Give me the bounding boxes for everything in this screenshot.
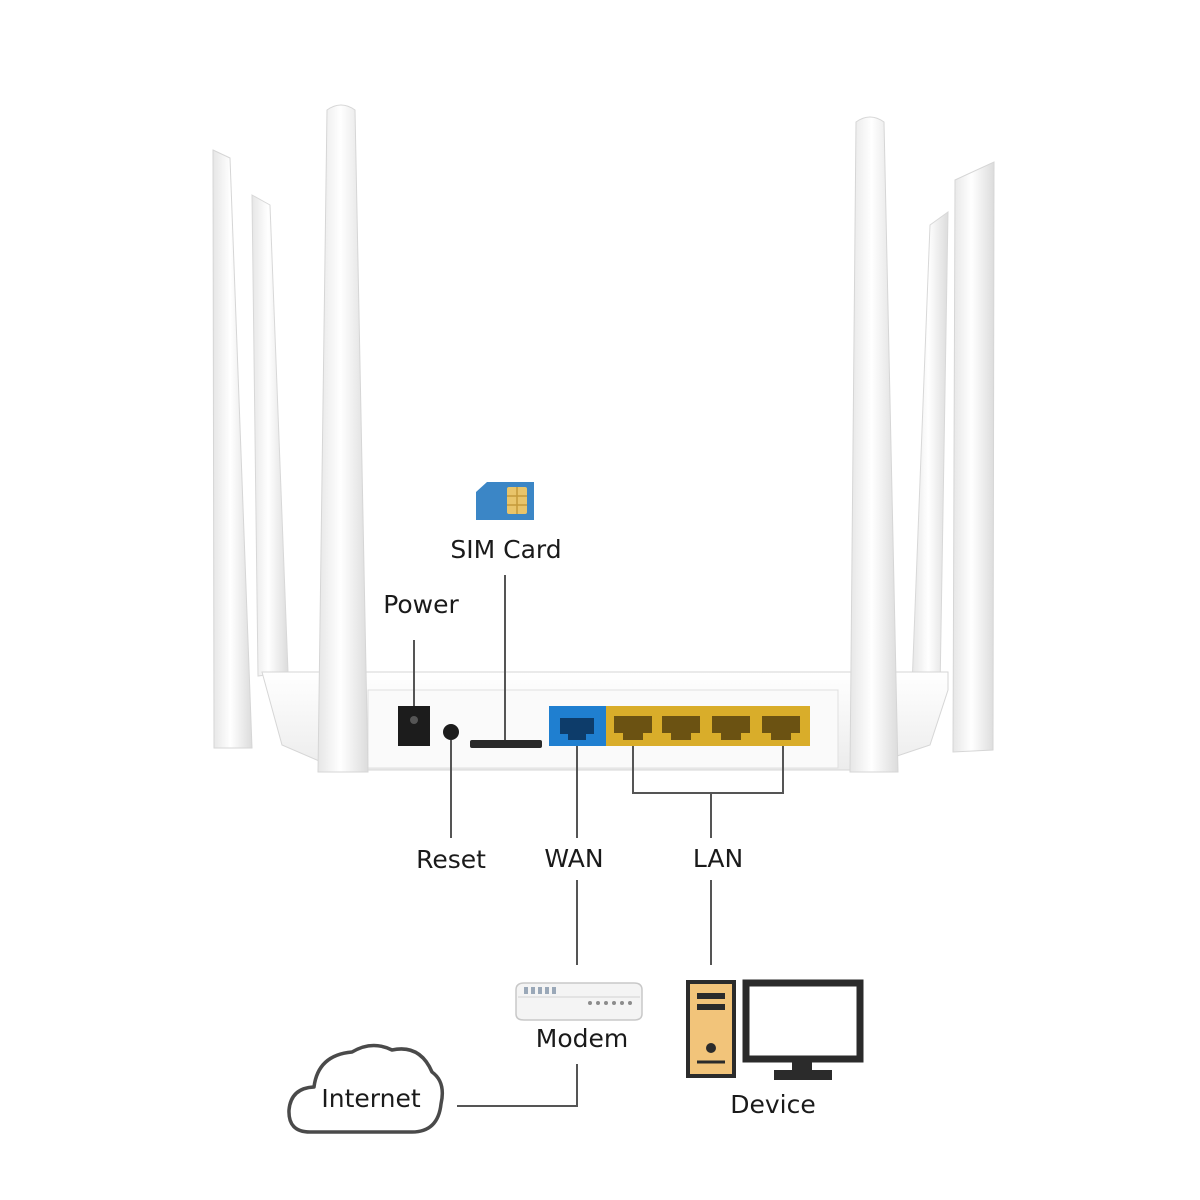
antenna-right-inner (849, 116, 899, 773)
device-label: Device (730, 1090, 816, 1119)
wan-label: WAN (544, 844, 604, 873)
power-label: Power (383, 590, 459, 619)
lan-label: LAN (692, 844, 744, 873)
antenna-left-inner (317, 104, 369, 773)
connector-lines (413, 575, 784, 1107)
antenna-right-rear (911, 211, 949, 691)
antenna-left-outer (212, 149, 253, 749)
cloud-icon (287, 1043, 445, 1134)
modem-icon (515, 982, 643, 1021)
lan-bracket (632, 746, 784, 794)
pc-tower-icon (686, 980, 736, 1078)
antenna-left-rear (251, 194, 289, 677)
sim-card-label: SIM Card (450, 535, 562, 564)
power-port (398, 706, 430, 746)
modem-to-internet-connector (457, 1064, 578, 1107)
modem-label: Modem (535, 1024, 629, 1053)
internet-label: Internet (321, 1084, 421, 1113)
sim-slot (470, 740, 542, 748)
sim-card-icon (476, 482, 534, 520)
monitor-icon (742, 979, 864, 1080)
wan-port (549, 706, 606, 746)
reset-button (443, 724, 459, 740)
lan-ports (606, 706, 810, 746)
reset-label: Reset (416, 845, 486, 874)
antenna-right-outer (952, 161, 995, 753)
